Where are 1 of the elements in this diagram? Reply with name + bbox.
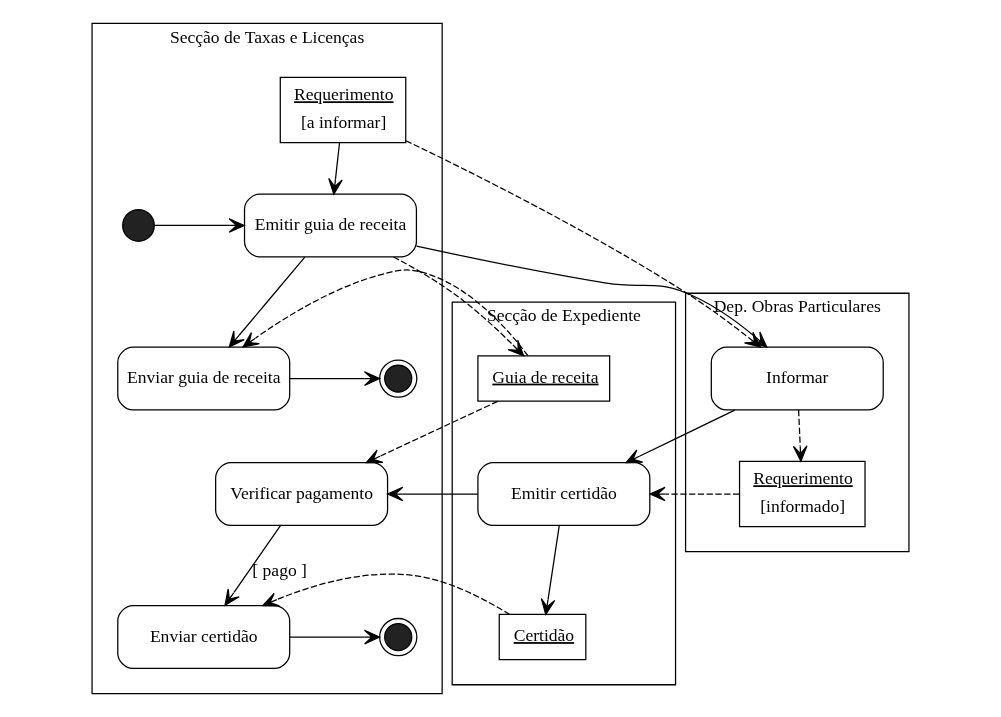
edge-label: [ pago ] bbox=[252, 559, 307, 580]
